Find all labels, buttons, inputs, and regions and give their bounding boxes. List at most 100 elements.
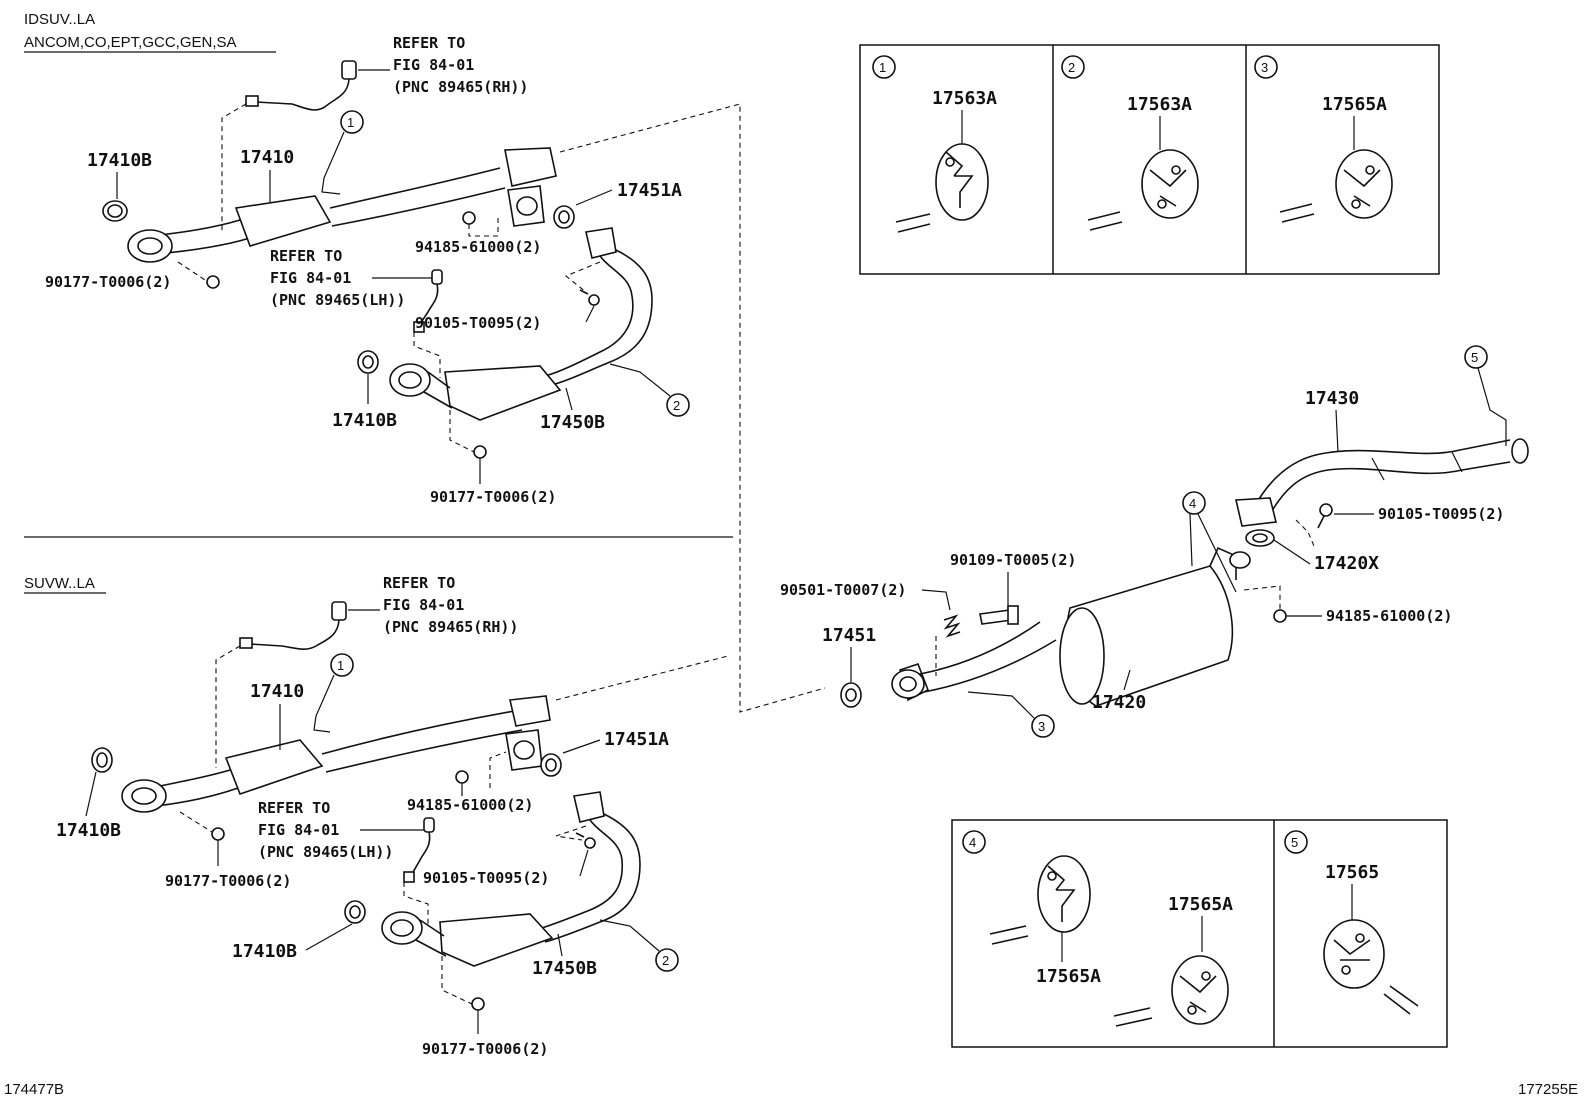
inset-callout-1 bbox=[872, 55, 896, 79]
inset-hangers-4-5 bbox=[951, 819, 1448, 1048]
front-pipe-17410-upper bbox=[127, 147, 557, 263]
svg-text:90177-T0006(2): 90177-T0006(2) bbox=[430, 488, 556, 506]
gasket-17420x bbox=[1245, 529, 1275, 547]
front-pipe-17410-lower bbox=[121, 695, 551, 813]
svg-text:REFER TO: REFER TO bbox=[393, 34, 465, 52]
o2-sensor-lh-lower bbox=[403, 817, 435, 883]
svg-text:2: 2 bbox=[662, 953, 669, 968]
inset-hangers-1-2-3 bbox=[859, 44, 1440, 275]
svg-text:(PNC 89465(LH)): (PNC 89465(LH)) bbox=[270, 291, 405, 309]
o2-sensor-lh-upper bbox=[413, 269, 443, 333]
svg-text:17450B: 17450B bbox=[532, 958, 597, 979]
gasket-17451a-upper bbox=[553, 205, 575, 229]
nut-94185-lower bbox=[455, 770, 469, 784]
svg-text:5: 5 bbox=[1471, 350, 1478, 365]
nut-94185-tail bbox=[1273, 609, 1287, 623]
svg-text:3: 3 bbox=[1261, 60, 1268, 75]
svg-text:17410: 17410 bbox=[240, 147, 294, 168]
svg-text:17565A: 17565A bbox=[1036, 966, 1101, 987]
svg-text:90177-T0006(2): 90177-T0006(2) bbox=[45, 273, 171, 291]
svg-text:2: 2 bbox=[1068, 60, 1075, 75]
callout-1-upper bbox=[340, 110, 364, 134]
inset-callout-2 bbox=[1061, 55, 1085, 79]
svg-text:REFER TO: REFER TO bbox=[270, 247, 342, 265]
svg-text:3: 3 bbox=[1038, 719, 1045, 734]
bolt-90105-tail bbox=[1317, 503, 1333, 529]
svg-text:1: 1 bbox=[879, 60, 886, 75]
spring-90501 bbox=[943, 614, 961, 638]
svg-text:17563A: 17563A bbox=[932, 88, 997, 109]
variant-label-a-line1: IDSUV..LA bbox=[24, 11, 95, 28]
svg-text:17451A: 17451A bbox=[617, 180, 682, 201]
svg-text:FIG 84-01: FIG 84-01 bbox=[270, 269, 351, 287]
callout-4-main bbox=[1182, 491, 1206, 515]
svg-text:FIG 84-01: FIG 84-01 bbox=[258, 821, 339, 839]
muffler-17420 bbox=[891, 546, 1251, 707]
svg-text:94185-61000(2): 94185-61000(2) bbox=[415, 238, 541, 256]
svg-text:17450B: 17450B bbox=[540, 412, 605, 433]
variant-label-b: SUVW..LA bbox=[24, 575, 95, 592]
svg-text:17420: 17420 bbox=[1092, 692, 1146, 713]
svg-text:17565A: 17565A bbox=[1322, 94, 1387, 115]
svg-text:2: 2 bbox=[673, 398, 680, 413]
svg-text:17451: 17451 bbox=[822, 625, 876, 646]
svg-text:(PNC 89465(LH)): (PNC 89465(LH)) bbox=[258, 843, 393, 861]
svg-text:4: 4 bbox=[1189, 496, 1196, 511]
svg-text:FIG 84-01: FIG 84-01 bbox=[393, 56, 474, 74]
svg-text:REFER TO: REFER TO bbox=[383, 574, 455, 592]
hanger-17565-5 bbox=[1323, 919, 1419, 1015]
gasket-17451 bbox=[840, 682, 862, 708]
bolt-90105-upper bbox=[579, 289, 600, 306]
hanger-17563a-1 bbox=[895, 143, 989, 233]
svg-text:17420X: 17420X bbox=[1314, 553, 1379, 574]
hanger-17565a-4a bbox=[989, 855, 1091, 945]
gasket-17410b-lower-a bbox=[91, 747, 113, 773]
svg-text:17410B: 17410B bbox=[332, 410, 397, 431]
nut-90177-upper-b bbox=[473, 445, 487, 459]
svg-text:17430: 17430 bbox=[1305, 388, 1359, 409]
o2-sensor-rh-upper bbox=[245, 60, 357, 111]
callout-5-main bbox=[1464, 345, 1488, 369]
svg-text:1: 1 bbox=[337, 658, 344, 673]
hanger-17565a-3 bbox=[1279, 149, 1393, 223]
nut-94185-upper bbox=[462, 211, 476, 225]
footer-code-right: 177255E bbox=[1518, 1081, 1578, 1098]
callout-3 bbox=[1031, 714, 1055, 738]
svg-text:17565A: 17565A bbox=[1168, 894, 1233, 915]
cat-pipe-17450b-upper bbox=[389, 227, 653, 421]
tail-pipe-17430 bbox=[1235, 438, 1529, 527]
svg-text:1: 1 bbox=[347, 115, 354, 130]
cat-pipe-17450b-lower bbox=[381, 791, 641, 967]
svg-text:17410B: 17410B bbox=[232, 941, 297, 962]
nut-90177-lower-b bbox=[471, 997, 485, 1011]
svg-text:17410: 17410 bbox=[250, 681, 304, 702]
svg-text:17410B: 17410B bbox=[56, 820, 121, 841]
svg-text:5: 5 bbox=[1291, 835, 1298, 850]
gasket-17410b-upper-a bbox=[102, 200, 128, 222]
inset-callout-5 bbox=[1284, 830, 1308, 854]
svg-text:94185-61000(2): 94185-61000(2) bbox=[1326, 607, 1452, 625]
svg-text:94185-61000(2): 94185-61000(2) bbox=[407, 796, 533, 814]
o2-sensor-rh-lower bbox=[239, 601, 347, 650]
svg-text:90177-T0006(2): 90177-T0006(2) bbox=[422, 1040, 548, 1058]
svg-text:90501-T0007(2): 90501-T0007(2) bbox=[780, 581, 906, 599]
gasket-17410b-lower-b bbox=[344, 900, 366, 924]
gasket-17451a-lower bbox=[540, 753, 562, 777]
nut-90177-lower-a bbox=[211, 827, 225, 841]
bolt-90105-lower bbox=[575, 832, 596, 849]
callout-2-lower bbox=[655, 948, 679, 972]
svg-text:17565: 17565 bbox=[1325, 862, 1379, 883]
variant-label-a-line2: ANCOM,CO,EPT,GCC,GEN,SA bbox=[24, 34, 237, 51]
hanger-17563a-2 bbox=[1087, 149, 1199, 231]
svg-text:90109-T0005(2): 90109-T0005(2) bbox=[950, 551, 1076, 569]
svg-text:90105-T0095(2): 90105-T0095(2) bbox=[1378, 505, 1504, 523]
svg-text:90105-T0095(2): 90105-T0095(2) bbox=[415, 314, 541, 332]
hanger-17565a-4b bbox=[1113, 955, 1229, 1027]
svg-text:FIG 84-01: FIG 84-01 bbox=[383, 596, 464, 614]
svg-text:90105-T0095(2): 90105-T0095(2) bbox=[423, 869, 549, 887]
footer-code-left: 174477B bbox=[4, 1081, 64, 1098]
svg-text:17410B: 17410B bbox=[87, 150, 152, 171]
inset-callout-4 bbox=[962, 830, 986, 854]
callout-1-lower bbox=[330, 653, 354, 677]
svg-text:90177-T0006(2): 90177-T0006(2) bbox=[165, 872, 291, 890]
